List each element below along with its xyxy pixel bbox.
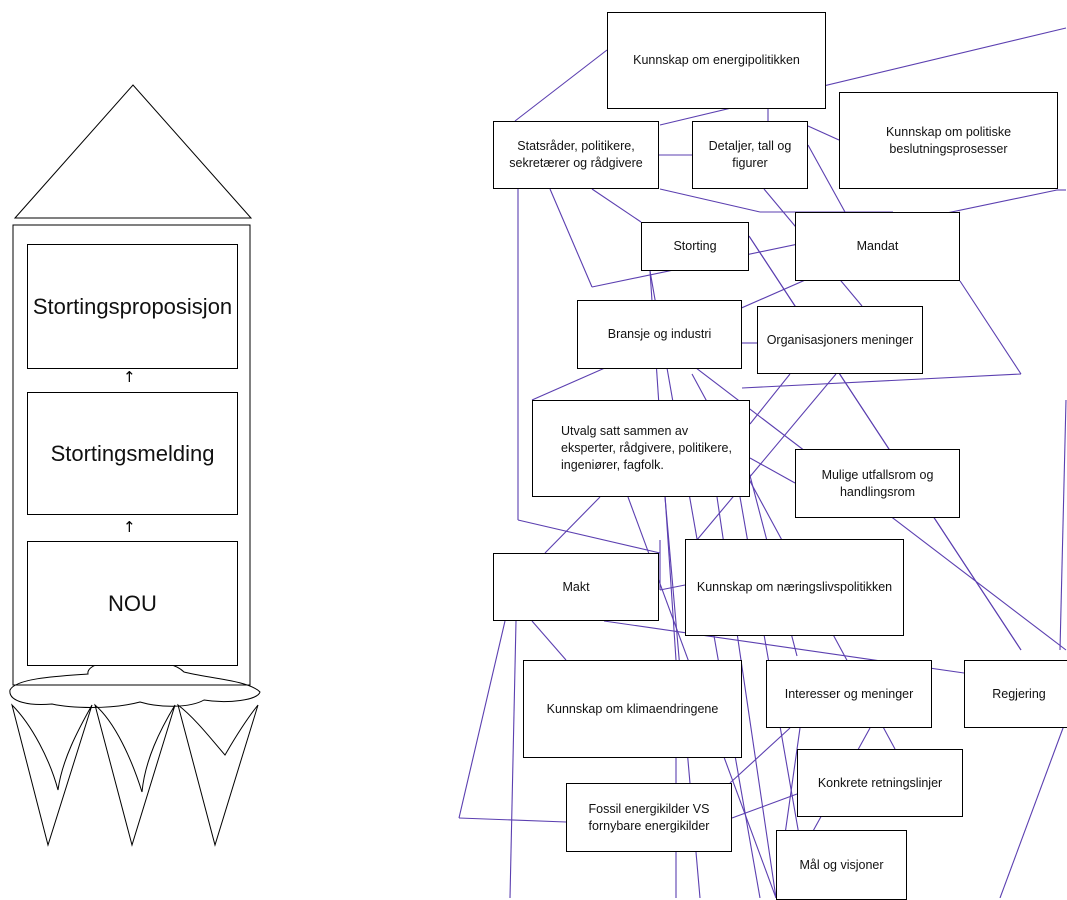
connection-line <box>959 280 1022 375</box>
node-statsrader: Statsråder, politikere, sekretærer og rå… <box>493 121 659 189</box>
node-organisasjoner: Organisasjoners meninger <box>757 306 923 374</box>
rocket-flame-2 <box>94 703 176 847</box>
rocket-stage-label: Stortingsproposisjon <box>32 293 233 319</box>
connection-line <box>999 719 1067 898</box>
connection-line <box>659 188 761 213</box>
connection-line <box>807 144 846 213</box>
node-mandat: Mandat <box>795 212 960 281</box>
rocket-stage-nou: NOU <box>27 541 238 666</box>
up-arrow-icon: ↑ <box>123 368 136 386</box>
connection-line <box>1059 399 1067 651</box>
connection-line <box>544 496 601 554</box>
rocket-flame-1 <box>11 703 93 847</box>
connection-line <box>807 125 840 141</box>
connection-line <box>458 817 567 823</box>
rocket-flame-3 <box>177 703 259 847</box>
connection-line <box>514 49 608 122</box>
node-kunnskap-klimaendringene: Kunnskap om klimaendringene <box>523 660 742 758</box>
connection-line <box>458 620 506 819</box>
node-mal-og-visjoner: Mål og visjoner <box>776 830 907 900</box>
connection-line <box>749 457 796 484</box>
rocket-stage-stortingsproposisjon: Stortingsproposisjon <box>27 244 238 369</box>
node-kunnskap-naeringslivspolitikken: Kunnskap om næringslivspolitikken <box>685 539 904 636</box>
connection-line <box>741 373 1022 389</box>
node-bransje: Bransje og industri <box>577 300 742 369</box>
connection-line <box>749 373 791 425</box>
connection-line <box>517 519 661 554</box>
connection-line <box>509 620 517 898</box>
node-storting: Storting <box>641 222 749 271</box>
rocket-stage-label: NOU <box>108 590 157 616</box>
connection-line <box>731 793 798 819</box>
node-fossil-vs-fornybare: Fossil energikilder VS fornybare energik… <box>566 783 732 852</box>
connection-line <box>591 188 642 223</box>
connection-line <box>549 188 593 288</box>
node-interesser: Interesser og meninger <box>766 660 932 728</box>
connection-line <box>685 373 837 554</box>
node-kunnskap-beslutningsprosesser: Kunnskap om politiske beslutningsprosess… <box>839 92 1058 189</box>
connection-line <box>531 620 567 661</box>
node-kunnskap-energipolitikken: Kunnskap om energipolitikken <box>607 12 826 109</box>
node-konkrete-retningslinjer: Konkrete retningslinjer <box>797 749 963 817</box>
node-makt: Makt <box>493 553 659 621</box>
node-detaljer: Detaljer, tall og figurer <box>692 121 808 189</box>
connection-line <box>729 727 791 784</box>
node-mulige-utfallsrom: Mulige utfallsrom og handlingsrom <box>795 449 960 518</box>
rocket-body <box>12 224 251 686</box>
node-utvalg: Utvalg satt sammen av eksperter, rådgive… <box>532 400 750 497</box>
rocket-nose-cone <box>13 84 253 219</box>
rocket-exhaust-cloud <box>9 660 261 708</box>
rocket-stage-stortingsmelding: Stortingsmelding <box>27 392 238 515</box>
node-regjering: Regjering <box>964 660 1067 728</box>
rocket-stage-label: Stortingsmelding <box>50 440 215 466</box>
up-arrow-icon: ↑ <box>123 518 136 536</box>
